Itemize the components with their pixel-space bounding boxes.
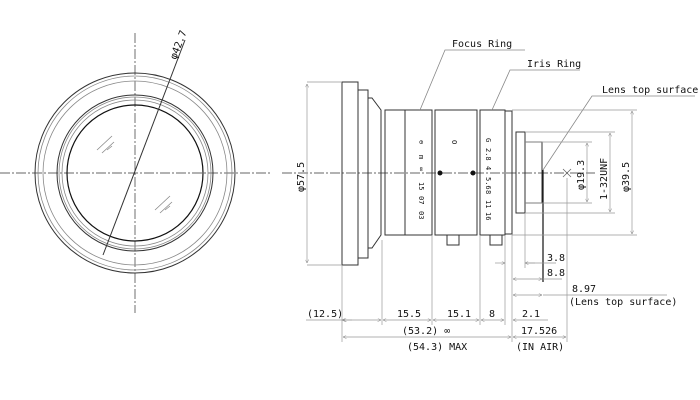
rim-ring	[37, 75, 233, 271]
focus-mark: ∞	[417, 167, 425, 171]
focus-lock-screw	[446, 234, 460, 246]
front-diameter-label: φ42.7	[169, 29, 190, 61]
retainer-ring	[56, 94, 214, 252]
iris-scale: G 2.8 4 5.6 8 11 16	[484, 138, 492, 220]
dim-3-8: 3.8	[547, 253, 565, 264]
diameter-leader	[102, 39, 186, 256]
focus-ring-callout: Focus Ring	[419, 39, 525, 111]
iris-ring-label: Iris Ring	[527, 59, 581, 70]
c-mount-thread	[515, 131, 526, 214]
lens-top-surface-callout: Lens top surface	[542, 85, 698, 171]
dim-17-526: 17.526	[521, 326, 557, 337]
mount-inner-diameter-label: φ19.3	[576, 160, 587, 190]
front-step	[357, 89, 369, 259]
iris-mark: 4	[484, 166, 492, 170]
focus-mark: ⊖	[417, 140, 425, 144]
focus-ring-label: Focus Ring	[452, 39, 512, 50]
lens-top-surface-label: Lens top surface	[602, 85, 698, 96]
iris-mark: 5.6	[484, 177, 492, 190]
dim-53-2: (53.2) ∞	[402, 326, 450, 337]
dim-8-97-note: (Lens top surface)	[569, 297, 677, 308]
dim-12-5: (12.5)	[307, 309, 343, 320]
iris-mark: G	[484, 138, 492, 142]
front-chamfer	[367, 97, 382, 249]
dim-54-3: (54.3) MAX	[407, 342, 467, 353]
iris-mark: 8	[484, 190, 492, 194]
retainer-ring	[58, 96, 212, 250]
front-view: φ42.7	[0, 29, 270, 313]
iris-index-mark: O	[450, 140, 458, 144]
glass-reflection-icon	[96, 135, 173, 214]
extension-lines	[341, 178, 568, 342]
iris-ring-callout: Iris Ring	[491, 59, 581, 111]
mount-rear	[524, 141, 543, 204]
focus-mark: 03	[417, 211, 425, 219]
rear-diameter-label: φ39.5	[621, 162, 632, 192]
iris-index-dot	[470, 170, 476, 176]
focus-ring	[404, 109, 433, 236]
dim-15-5: 15.5	[397, 309, 421, 320]
focus-index-dot	[437, 170, 443, 176]
side-view: ⊖ m ∞ 15 07 03 O G 2.8 4 5.6 8 11 16 Foc…	[282, 39, 698, 353]
thread-label: 1-32UNF	[599, 158, 610, 200]
rim-ring	[42, 80, 228, 266]
focus-scale: ⊖ m ∞ 15 07 03	[417, 140, 425, 219]
focus-mark: 15	[417, 182, 425, 190]
rear-flange	[504, 110, 513, 235]
focus-mark: 07	[417, 196, 425, 204]
dim-8: 8	[489, 309, 495, 320]
iris-lock-screw	[489, 234, 503, 246]
dim-in-air: (IN AIR)	[516, 342, 564, 353]
outer-rim	[34, 72, 236, 274]
focus-mark: m	[417, 155, 425, 159]
iris-mark: 11	[484, 200, 492, 208]
dim-2-1: 2.1	[522, 309, 540, 320]
body-diameter-label: φ57.5	[296, 162, 307, 192]
barrel	[384, 109, 406, 236]
iris-mark: 2.8	[484, 148, 492, 161]
iris-mark: 16	[484, 212, 492, 220]
front-glass	[66, 104, 204, 242]
dim-8-8: 8.8	[547, 268, 565, 279]
image-plane-cross-icon	[562, 168, 572, 178]
dim-8-97: 8.97	[572, 284, 596, 295]
retainer-ring	[61, 99, 209, 247]
dim-15-1: 15.1	[447, 309, 471, 320]
front-flange	[341, 81, 359, 266]
